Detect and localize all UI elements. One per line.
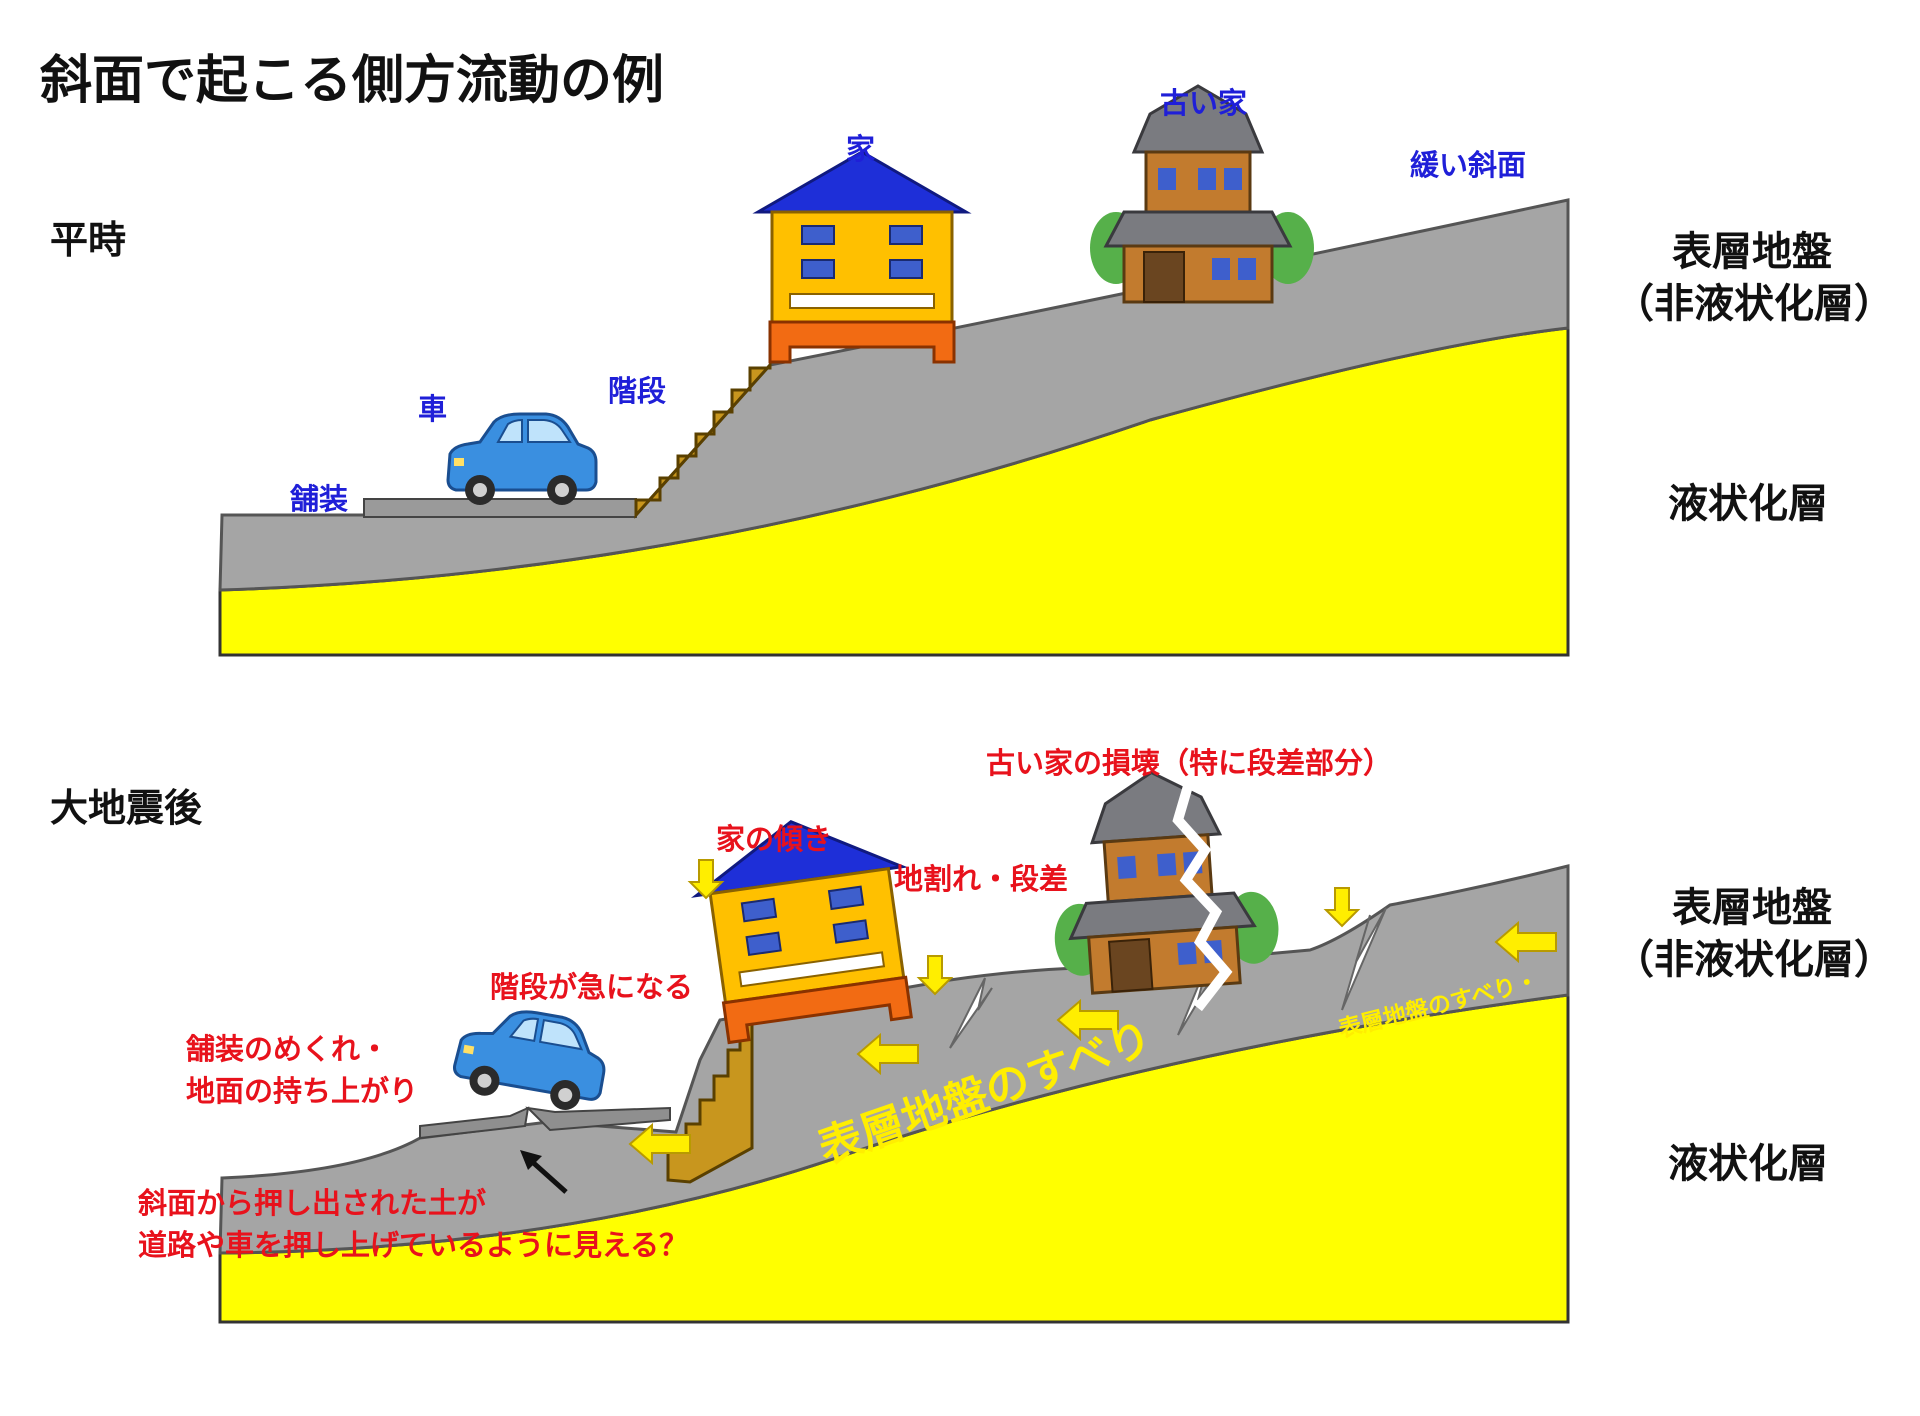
after-push-arrow-head xyxy=(520,1150,542,1170)
after-car xyxy=(448,998,614,1118)
after-label-pushed-soil-2: 道路や車を押し上げているように見える？ xyxy=(138,1228,689,1262)
after-heading: 大地震後 xyxy=(50,786,203,830)
after-label-pavement-lift-2: 地面の持ち上がり xyxy=(186,1074,419,1108)
after-down-arrow-3 xyxy=(1325,887,1359,927)
after-old-house-crack xyxy=(1172,784,1233,1012)
after-layer-surface: 表層地盤 xyxy=(1672,885,1832,931)
normal-label-house: 家 xyxy=(846,132,876,166)
after-crack-3 xyxy=(1341,907,1387,1011)
after-label-house-tilt: 家の傾き xyxy=(716,822,833,856)
normal-label-old-house: 古い家 xyxy=(1160,86,1248,120)
normal-layer-surface-sub: （非液状化層） xyxy=(1614,281,1894,327)
after-label-stairs-steep: 階段が急になる xyxy=(490,970,694,1004)
normal-cross-section xyxy=(218,84,1570,657)
normal-car xyxy=(446,412,598,507)
normal-stairs xyxy=(634,361,772,519)
after-label-old-house-damage: 古い家の損壊（特に段差部分） xyxy=(986,746,1393,780)
normal-label-pavement: 舗装 xyxy=(290,482,349,516)
after-layer-surface-sub: （非液状化層） xyxy=(1614,937,1894,983)
normal-layer-surface: 表層地盤 xyxy=(1672,229,1832,275)
after-label-pavement-lift-1: 舗装のめくれ・ xyxy=(186,1032,390,1066)
after-old-house xyxy=(1042,762,1284,997)
after-crack-1 xyxy=(949,977,993,1049)
after-label-pushed-soil-1: 斜面から押し出された土が xyxy=(138,1186,487,1220)
normal-label-gentle-slope: 緩い斜面 xyxy=(1410,148,1527,182)
normal-label-stairs: 階段 xyxy=(608,374,667,408)
normal-label-car: 車 xyxy=(418,392,448,426)
normal-pavement xyxy=(363,498,637,518)
after-pavement-right xyxy=(525,1106,671,1132)
after-cross-section xyxy=(218,762,1570,1324)
normal-heading: 平時 xyxy=(50,218,127,262)
after-pavement-left xyxy=(419,1106,530,1140)
after-layer-liquefied: 液状化層 xyxy=(1668,1141,1828,1187)
page-title: 斜面で起こる側方流動の例 xyxy=(40,51,665,111)
normal-house xyxy=(756,150,968,364)
after-label-ground-crack: 地割れ・段差 xyxy=(894,862,1069,896)
normal-layer-liquefied: 液状化層 xyxy=(1668,481,1828,527)
